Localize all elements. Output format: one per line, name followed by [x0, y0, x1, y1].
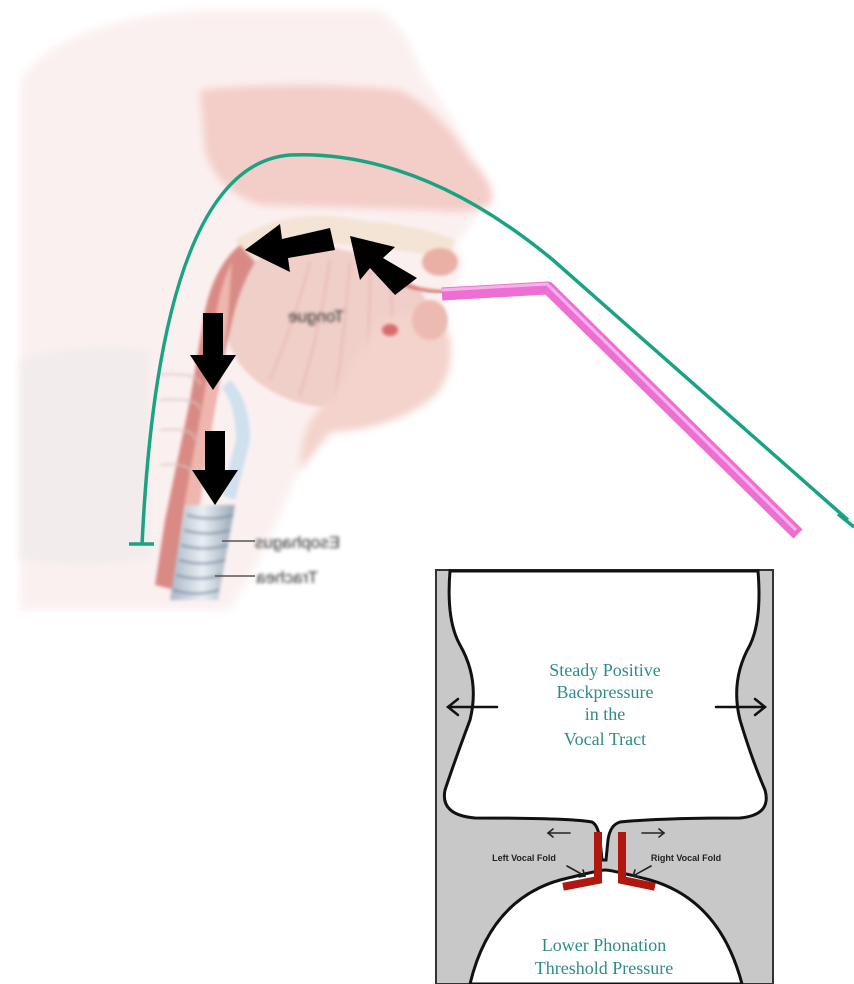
straw [442, 284, 798, 534]
straw-tube [442, 288, 798, 534]
vocal-fold-inset: Steady Positive Backpressure in the Voca… [436, 570, 773, 984]
backpressure-line-4: Vocal Tract [564, 729, 646, 749]
trachea-label: Trachea [256, 568, 318, 587]
backpressure-line-1: Steady Positive [549, 660, 661, 680]
mouth-cavity [382, 324, 398, 336]
neck-tissue [20, 347, 150, 565]
tongue-label: Tongue [288, 307, 344, 326]
upper-lip [422, 248, 458, 276]
backpressure-line-2: Backpressure [557, 682, 654, 702]
lower-lip [412, 300, 448, 340]
esophagus-label: Esophagus [255, 533, 340, 552]
phonation-line-1: Lower Phonation [542, 935, 666, 955]
right-vocal-fold-label: Right Vocal Fold [651, 853, 721, 863]
head-cross-section: Tongue Esophagus Trachea [20, 10, 493, 610]
phonation-line-2: Threshold Pressure [535, 958, 673, 978]
left-vocal-fold-label: Left Vocal Fold [492, 853, 556, 863]
backpressure-line-3: in the [585, 704, 626, 724]
